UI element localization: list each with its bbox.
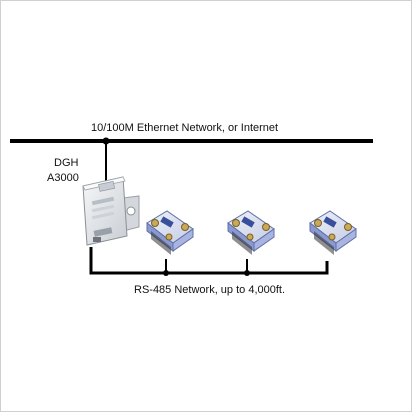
gateway-device xyxy=(82,176,140,246)
gateway-model-label: A3000 xyxy=(47,172,79,184)
rs485-network-label: RS-485 Network, up to 4,000ft. xyxy=(134,284,286,296)
ethernet-network-label: 10/100M Ethernet Network, or Internet xyxy=(91,122,279,134)
gateway-brand-label: DGH xyxy=(54,157,79,169)
rs485-bus-line xyxy=(89,247,329,275)
io-module-1 xyxy=(146,210,194,255)
io-module-2 xyxy=(227,210,275,255)
io-module-3 xyxy=(309,210,357,255)
